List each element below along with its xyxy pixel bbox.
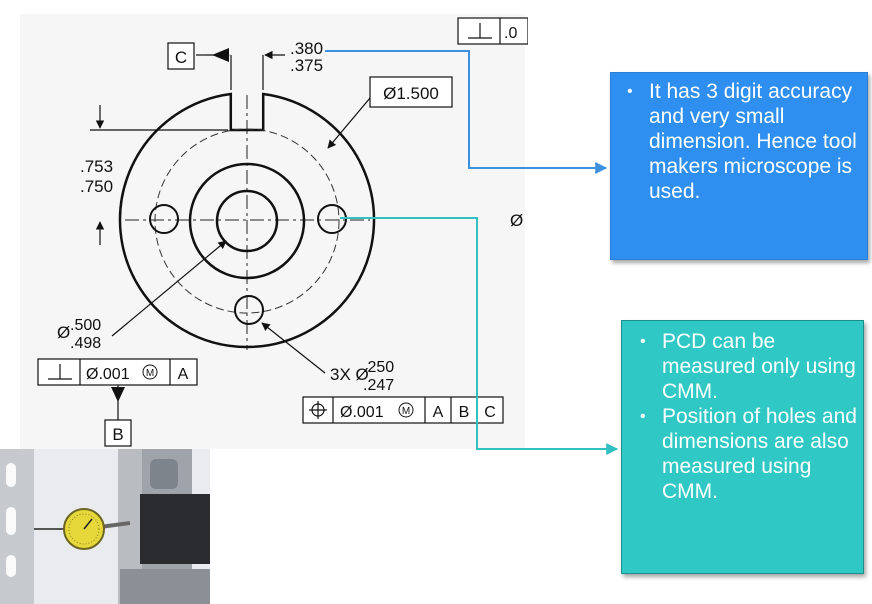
center-lines [125,95,370,350]
datum-c-label: C [175,48,187,67]
dial-indicator-photo [0,449,210,604]
fcf-pos-datum-a: A [433,404,444,421]
outer-diameter-leader [327,97,371,149]
datum-b-triangle [111,387,125,402]
datum-b-box [104,419,132,447]
fcf-pos-datum-c: C [484,404,496,421]
fcf-top-value: .0 [504,25,517,42]
holes-prefix: 3X Ø [330,365,369,384]
outer-flange-outline [118,92,376,349]
holes-dim-lower: .247 [363,377,394,394]
slot-dim-lower: .375 [290,56,323,75]
fcf-pos-modifier: M [402,406,410,417]
pitch-circle [154,128,340,314]
bore-leader [111,240,227,337]
datum-b-label: B [112,425,123,444]
height-dim-upper: .753 [80,157,113,176]
holes-dim-upper: .250 [363,359,394,376]
datum-c-triangle [212,48,229,62]
outer-diameter-box [369,76,453,108]
fcf-perp-datum: A [178,366,189,383]
callout-blue-note: It has 3 digit accuracy and very small d… [610,72,868,260]
fcf-perp-modifier: M [146,368,154,379]
fcf-pos-tolerance: Ø.001 [340,404,384,421]
fcf-position [302,396,504,424]
hole-left [149,204,179,234]
stray-diameter-symbol: Ø [510,211,523,230]
teal-connector [340,217,619,455]
fcf-top-partial [457,10,558,50]
outer-diameter-label: Ø1.500 [383,84,439,103]
callout-blue-list: It has 3 digit accuracy and very small d… [619,79,863,204]
height-dimension [90,105,228,245]
fcf-perpendicularity [37,358,198,386]
bore-dim-upper: .500 [70,317,101,334]
height-dim-lower: .750 [80,177,113,196]
callout-blue-bullet: It has 3 digit accuracy and very small d… [627,79,863,204]
callout-teal-list: PCD can be measured only using CMM. Posi… [632,329,859,504]
holes-leader [261,322,326,374]
fcf-pos-datum-b: B [459,404,470,421]
blue-connector [325,50,608,174]
slot-dim-upper: .380 [290,39,323,58]
bore-dim-lower: .498 [70,335,101,352]
callout-teal-bullet: PCD can be measured only using CMM. [640,329,859,404]
callout-teal-note: PCD can be measured only using CMM. Posi… [621,320,864,574]
bore-circle [215,189,279,253]
bore-prefix: Ø [57,323,70,342]
callout-teal-bullet: Position of holes and dimensions are als… [640,404,859,504]
datum-c-box [167,42,195,70]
hub-circle [188,162,306,280]
hole-bottom [234,295,264,325]
fcf-perp-tolerance: Ø.001 [86,366,130,383]
